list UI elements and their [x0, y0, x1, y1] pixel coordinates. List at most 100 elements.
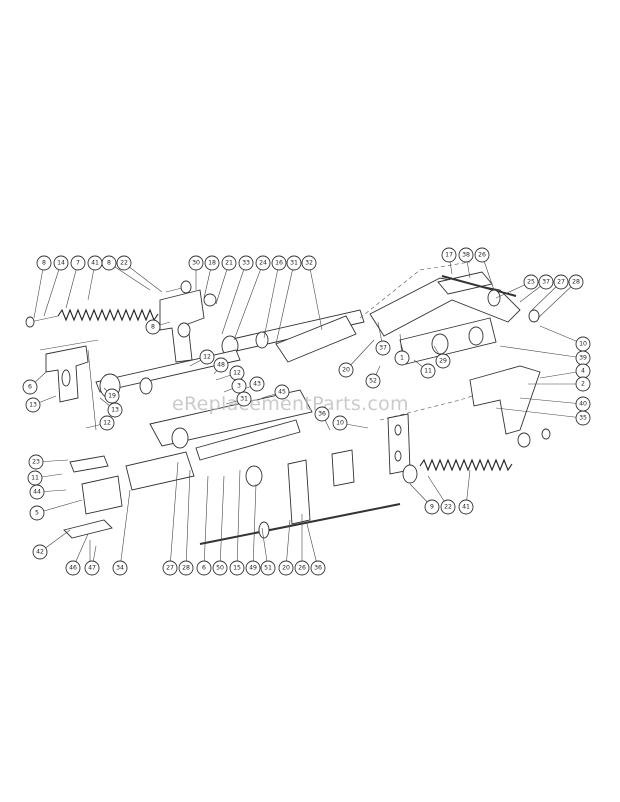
callout-circle	[28, 454, 44, 470]
callout-circle	[53, 255, 69, 271]
callout-45: 45	[274, 384, 290, 400]
callout-circle	[310, 560, 326, 576]
callout-21: 21	[221, 255, 237, 271]
callout-26: 26	[294, 560, 310, 576]
callout-circle	[420, 363, 436, 379]
callout-circle	[375, 340, 391, 356]
leader-line	[499, 345, 584, 359]
callout-circle	[29, 505, 45, 521]
callout-circle	[25, 397, 41, 413]
callout-number: 18	[208, 260, 216, 267]
callout-number: 2	[581, 381, 585, 388]
callout-47: 47	[84, 560, 100, 576]
callout-circle	[394, 350, 410, 366]
callout-8: 8	[101, 255, 117, 271]
callout-circle	[575, 410, 591, 426]
callout-circle	[104, 388, 120, 404]
callout-10: 10	[575, 336, 591, 352]
callout-circle	[365, 373, 381, 389]
callout-circle	[116, 255, 132, 271]
callout-circle	[70, 255, 86, 271]
callout-number: 12	[103, 420, 111, 427]
callout-circle	[575, 376, 591, 392]
leader-line	[65, 262, 79, 309]
leader-line	[221, 262, 247, 335]
callout-number: 19	[108, 393, 116, 400]
callout-28: 28	[178, 560, 194, 576]
callout-number: 41	[462, 504, 470, 511]
callout-number: 25	[527, 279, 535, 286]
callout-18: 18	[204, 255, 220, 271]
callout-34: 34	[112, 560, 128, 576]
callout-circle	[435, 353, 451, 369]
right-bracket	[387, 365, 541, 475]
callout-number: 49	[249, 565, 257, 572]
callout-number: 36	[318, 411, 326, 418]
callout-8: 8	[145, 319, 161, 335]
leader-line	[305, 519, 319, 569]
callout-circle	[441, 247, 457, 263]
callout-number: 16	[275, 260, 283, 267]
callout-number: 30	[192, 260, 200, 267]
callout-number: 48	[217, 362, 225, 369]
callout-number: 26	[298, 565, 306, 572]
callout-51: 51	[260, 560, 276, 576]
callout-number: 36	[314, 565, 322, 572]
callout-number: 37	[542, 279, 550, 286]
callout-number: 10	[336, 420, 344, 427]
leader-line	[537, 281, 577, 319]
center-shaft	[95, 349, 241, 399]
lower-rod	[199, 503, 401, 545]
leader-line	[275, 262, 295, 345]
callout-number: 28	[182, 565, 190, 572]
callout-20: 20	[338, 362, 354, 378]
callout-41: 41	[458, 499, 474, 515]
callout-circle	[553, 274, 569, 290]
callout-number: 26	[478, 252, 486, 259]
callout-number: 37	[379, 345, 387, 352]
callout-number: 7	[76, 260, 80, 267]
callout-circle	[84, 560, 100, 576]
callout-6: 6	[22, 379, 38, 395]
callout-number: 15	[233, 565, 241, 572]
callout-circle	[112, 560, 128, 576]
callout-number: 3	[237, 383, 241, 390]
callout-number: 11	[31, 475, 39, 482]
callout-circle	[523, 274, 539, 290]
callout-circle	[204, 255, 220, 271]
leader-line	[519, 397, 584, 405]
callout-number: 20	[282, 565, 290, 572]
callout-circle	[458, 499, 474, 515]
callout-36: 36	[314, 406, 330, 422]
callout-9: 9	[424, 499, 440, 515]
callout-circle	[229, 560, 245, 576]
callout-circle	[221, 255, 237, 271]
callout-number: 29	[439, 358, 447, 365]
callout-circle	[36, 255, 52, 271]
callout-40: 40	[575, 396, 591, 412]
callout-circle	[294, 560, 310, 576]
callout-8: 8	[36, 255, 52, 271]
callout-37: 37	[375, 340, 391, 356]
leader-line	[33, 262, 45, 319]
callout-11: 11	[420, 363, 436, 379]
callout-number: 10	[579, 341, 587, 348]
callout-number: 20	[342, 367, 350, 374]
callout-number: 1	[400, 355, 404, 362]
callout-circle	[332, 415, 348, 431]
callout-10: 10	[332, 415, 348, 431]
callout-number: 24	[259, 260, 267, 267]
callout-27: 27	[553, 274, 569, 290]
callout-number: 31	[240, 396, 248, 403]
callout-number: 6	[28, 384, 32, 391]
callout-15: 15	[229, 560, 245, 576]
leader-line	[539, 325, 584, 345]
right-upper-arm	[369, 271, 540, 365]
callout-number: 50	[216, 565, 224, 572]
leader-line	[263, 262, 280, 339]
leader-line	[108, 262, 151, 291]
callout-circle	[231, 378, 247, 394]
callout-number: 17	[445, 252, 453, 259]
callout-number: 27	[557, 279, 565, 286]
leader-line	[233, 262, 264, 341]
